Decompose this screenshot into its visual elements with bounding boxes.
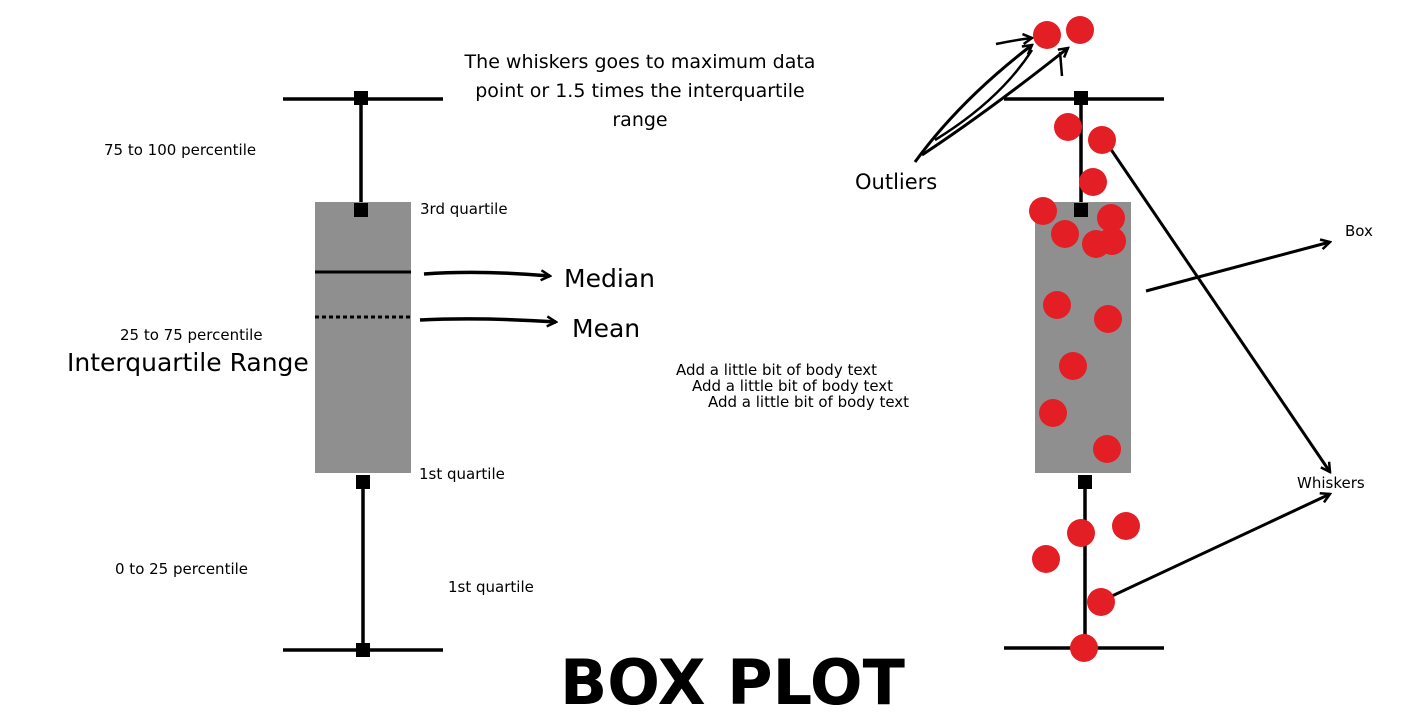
- whisker-note-line-2: point or 1.5 times the interquartile: [475, 80, 805, 102]
- data-point: [1032, 545, 1060, 573]
- data-point: [1043, 291, 1071, 319]
- data-point: [1029, 197, 1057, 225]
- label-75-100-percentile: 75 to 100 percentile: [104, 141, 257, 159]
- outlier-arrow-5: [1058, 51, 1064, 77]
- data-point: [1039, 399, 1067, 427]
- box-arrow: [1145, 242, 1330, 293]
- whisker-note-line-3: range: [612, 109, 668, 131]
- data-point: [1098, 227, 1126, 255]
- left-q1-marker: [356, 475, 370, 489]
- data-point: [1066, 16, 1094, 44]
- outlier-arrow-1: [913, 45, 1032, 163]
- data-point: [1059, 352, 1087, 380]
- data-point: [1079, 168, 1107, 196]
- whisker-arrow-upper: [1108, 147, 1330, 472]
- whisker-note-line-1: The whiskers goes to maximum data: [464, 51, 816, 73]
- right-q1-marker: [1078, 475, 1092, 489]
- outlier-arrow-3: [934, 49, 1034, 142]
- left-q3-marker: [354, 203, 368, 217]
- whisker-arrow-lower: [1111, 494, 1330, 598]
- label-outliers: Outliers: [855, 170, 938, 194]
- body-text-line-1: Add a little bit of body text: [676, 361, 878, 379]
- left-box-plot: [283, 91, 443, 657]
- label-median: Median: [564, 264, 655, 293]
- data-point: [1051, 220, 1079, 248]
- body-text-line-2: Add a little bit of body text: [692, 377, 894, 395]
- left-max-marker: [354, 91, 368, 105]
- label-interquartile-range: Interquartile Range: [67, 348, 309, 377]
- data-point: [1054, 113, 1082, 141]
- data-point: [1033, 21, 1061, 49]
- right-max-marker: [1074, 91, 1088, 105]
- label-25-75-percentile: 25 to 75 percentile: [120, 326, 263, 344]
- data-point: [1067, 519, 1095, 547]
- data-point: [1094, 305, 1122, 333]
- label-1st-quartile-lower: 1st quartile: [448, 578, 534, 596]
- body-text-line-3: Add a little bit of body text: [708, 393, 910, 411]
- data-point: [1087, 588, 1115, 616]
- data-point: [1097, 204, 1125, 232]
- right-q3-marker: [1074, 203, 1088, 217]
- left-box: [315, 202, 411, 473]
- left-min-marker: [356, 643, 370, 657]
- data-point: [1070, 634, 1098, 662]
- data-point: [1093, 435, 1121, 463]
- data-point: [1088, 126, 1116, 154]
- label-box: Box: [1345, 222, 1373, 240]
- label-1st-quartile: 1st quartile: [419, 465, 505, 483]
- median-arrow: [423, 272, 550, 276]
- label-whiskers: Whiskers: [1297, 474, 1365, 492]
- label-3rd-quartile: 3rd quartile: [420, 200, 508, 218]
- whisker-note: The whiskers goes to maximum data point …: [440, 48, 840, 135]
- data-points: [1029, 16, 1140, 662]
- outlier-arrow-4: [995, 38, 1032, 46]
- label-mean: Mean: [572, 314, 641, 343]
- label-0-25-percentile: 0 to 25 percentile: [115, 560, 249, 578]
- outlier-arrow-2: [921, 48, 1068, 157]
- page-title: BOX PLOT: [560, 646, 905, 719]
- mean-arrow: [419, 319, 556, 322]
- data-point: [1112, 512, 1140, 540]
